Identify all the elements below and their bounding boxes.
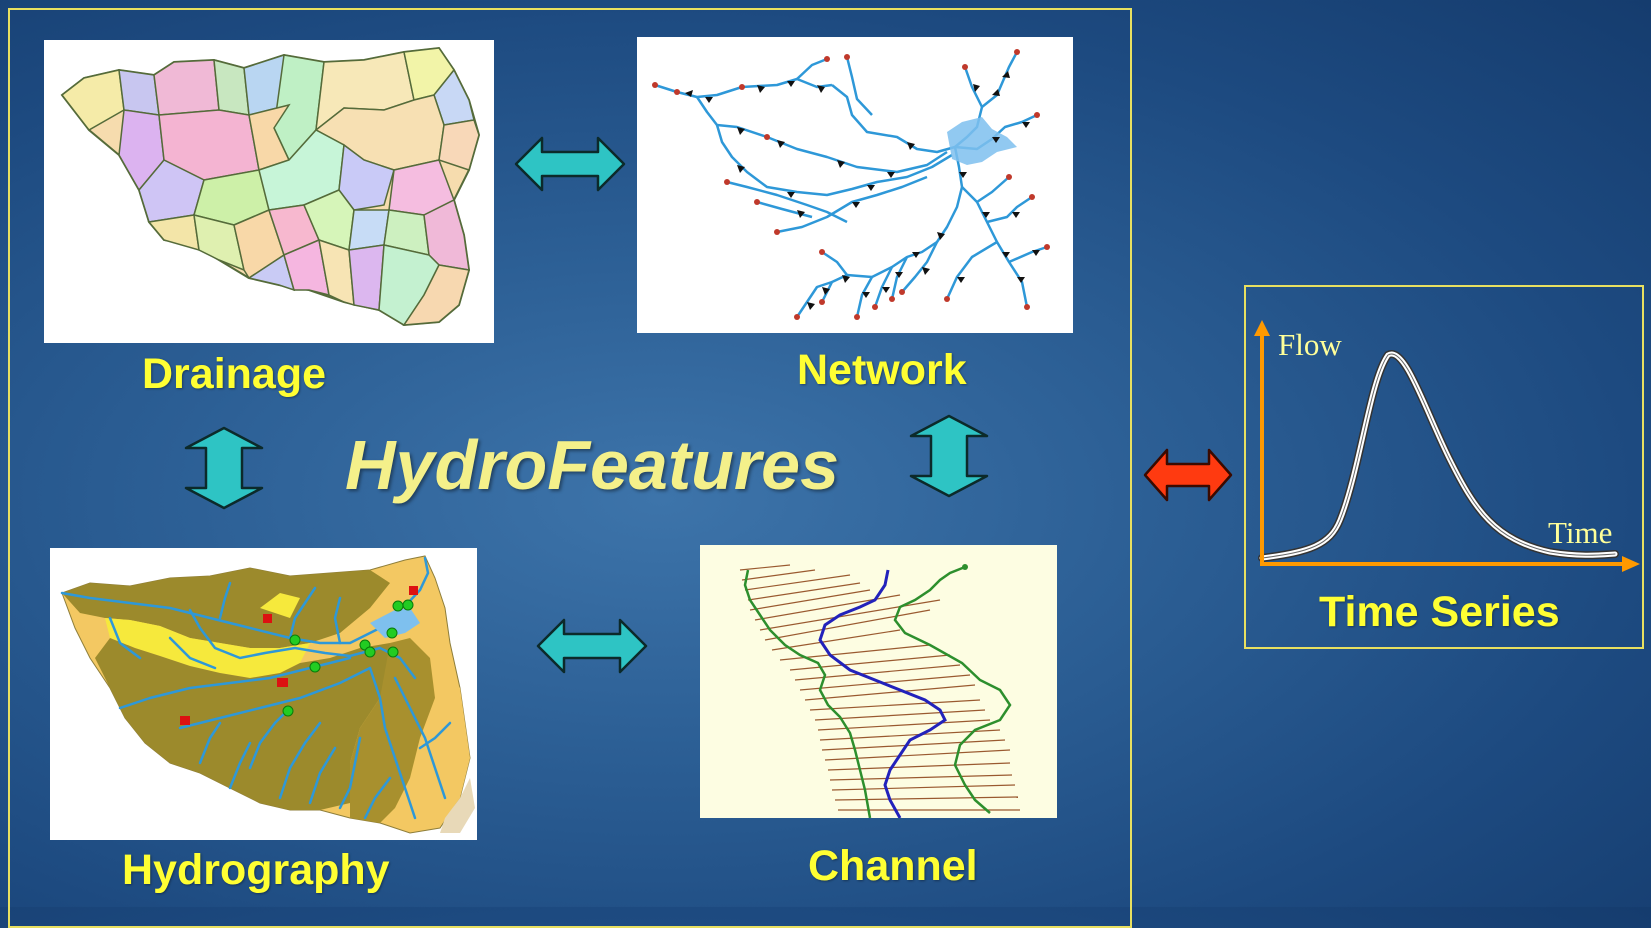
network-label: Network <box>797 346 967 394</box>
hydrofeatures-title: HydroFeatures <box>345 426 840 504</box>
time-series-frame <box>1244 285 1644 649</box>
hydrofeatures-timeseries-arrow <box>1143 446 1233 504</box>
hydrography-map <box>50 548 477 840</box>
network-map <box>637 37 1073 333</box>
drainage-map <box>44 40 494 343</box>
hydrography-channel-arrow <box>536 618 648 674</box>
time-series-label: Time Series <box>1319 588 1560 636</box>
flow-axis-label: Flow <box>1278 327 1342 362</box>
drainage-network-arrow <box>514 136 626 192</box>
drainage-hydrography-arrow <box>184 426 264 510</box>
hydrograph-plot <box>1250 320 1640 580</box>
time-axis-label: Time <box>1548 515 1613 550</box>
channel-map <box>700 545 1057 818</box>
channel-label: Channel <box>808 842 978 890</box>
hydrography-label: Hydrography <box>122 846 390 894</box>
drainage-label: Drainage <box>142 350 327 398</box>
network-channel-arrow <box>909 414 989 498</box>
